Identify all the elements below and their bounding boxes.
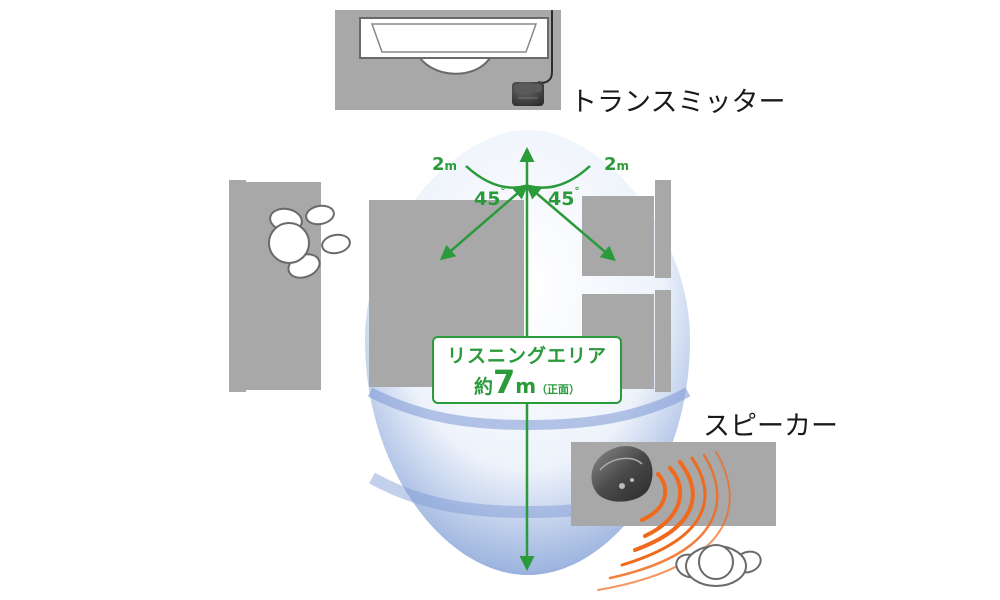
distance-right-value: 2 — [604, 154, 617, 175]
listening-area-unit: m — [515, 374, 537, 398]
distance-left-value: 2 — [432, 154, 445, 175]
angle-label-left: 45° — [474, 186, 506, 210]
speaker-device — [591, 446, 653, 502]
angle-left-unit: ° — [500, 186, 506, 197]
angle-right-value: 45 — [548, 188, 575, 210]
left-sofa-back — [229, 180, 246, 392]
tv — [359, 17, 549, 75]
listening-area-note: （正面） — [536, 383, 581, 396]
angle-label-right: 45° — [548, 186, 580, 210]
person-seated-left — [268, 204, 351, 279]
speaker-label: スピーカー — [703, 411, 838, 442]
range-arrow-left — [439, 184, 529, 261]
listening-area-callout: リスニングエリア 約7m（正面） — [432, 336, 622, 404]
listening-area-value: 7 — [492, 363, 516, 401]
transmitter-device — [512, 82, 544, 106]
angle-left-value: 45 — [474, 188, 501, 210]
distance-left-unit: m — [444, 159, 458, 173]
sound-waves — [597, 451, 731, 591]
distance-label-right: 2m — [604, 154, 629, 175]
listening-area-title: リスニングエリア — [446, 345, 607, 367]
person-standing-right — [675, 544, 762, 587]
range-arrow-right — [525, 184, 616, 262]
distance-right-unit: m — [616, 159, 630, 173]
transmitter-label: トランスミッター — [570, 87, 786, 118]
angle-right-unit: ° — [574, 186, 580, 197]
listening-area-prefix: 約 — [473, 376, 493, 398]
listening-area-range: 約7m（正面） — [434, 366, 620, 399]
distance-label-left: 2m — [432, 154, 457, 175]
